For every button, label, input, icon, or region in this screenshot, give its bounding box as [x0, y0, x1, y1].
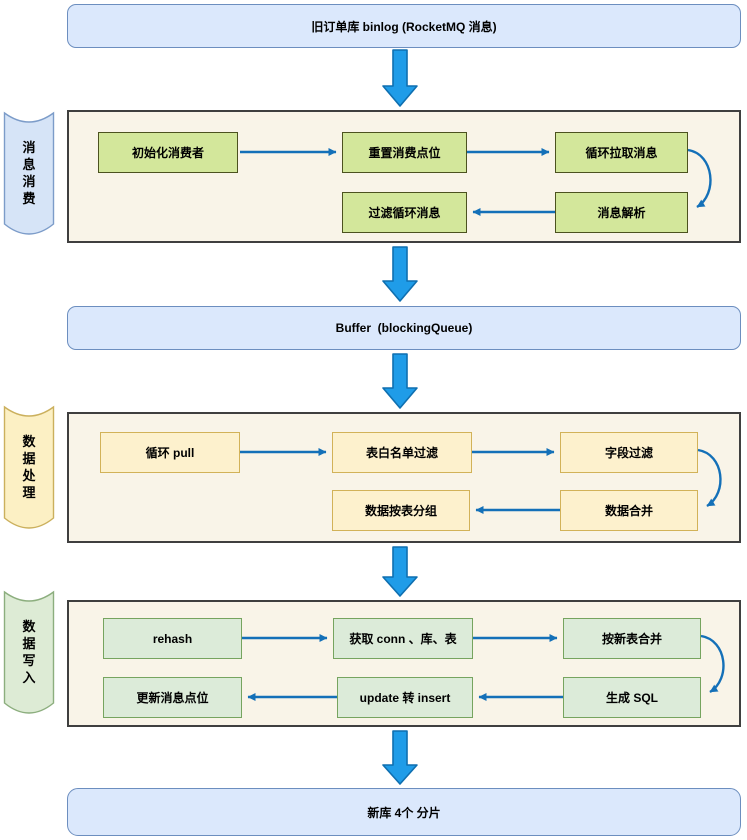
step-update-to-insert: update 转 insert	[337, 677, 473, 718]
sink-node: 新库 4个 分片	[67, 788, 741, 836]
section-label-text: 数据处理	[22, 434, 36, 500]
section-label-text: 消息消费	[22, 140, 36, 206]
flow-arrow-source-to-consume	[382, 49, 418, 107]
step-loop-pull: 循环 pull	[100, 432, 240, 473]
step-rehash: rehash	[103, 618, 242, 659]
section-label-text: 数据写入	[22, 619, 36, 685]
step-init-consumer: 初始化消费者	[98, 132, 238, 173]
source-node: 旧订单库 binlog (RocketMQ 消息)	[67, 4, 741, 48]
step-message-parse: 消息解析	[555, 192, 688, 233]
section-label-message-consume: 消息消费	[3, 103, 55, 243]
step-data-merge: 数据合并	[560, 490, 698, 531]
ribbon-shape	[3, 405, 55, 529]
step-loop-pull-message: 循环拉取消息	[555, 132, 688, 173]
flow-arrow-write-to-sink	[382, 730, 418, 785]
flow-arrow-consume-to-buffer	[382, 246, 418, 302]
step-generate-sql: 生成 SQL	[563, 677, 701, 718]
step-reset-offset: 重置消费点位	[342, 132, 467, 173]
step-table-whitelist-filter: 表白名单过滤	[332, 432, 472, 473]
step-filter-loop-message: 过滤循环消息	[342, 192, 467, 233]
ribbon-shape	[3, 111, 55, 235]
ribbon-shape	[3, 590, 55, 714]
flow-arrow-process-to-write	[382, 546, 418, 597]
step-group-by-table: 数据按表分组	[332, 490, 470, 531]
section-label-data-write: 数据写入	[3, 582, 55, 722]
flow-arrow-buffer-to-process	[382, 353, 418, 409]
buffer-node: Buffer (blockingQueue)	[67, 306, 741, 350]
section-label-data-process: 数据处理	[3, 397, 55, 537]
step-field-filter: 字段过滤	[560, 432, 698, 473]
step-update-offset: 更新消息点位	[103, 677, 242, 718]
step-get-conn-db-table: 获取 conn 、库、表	[333, 618, 473, 659]
step-merge-by-new-table: 按新表合并	[563, 618, 701, 659]
